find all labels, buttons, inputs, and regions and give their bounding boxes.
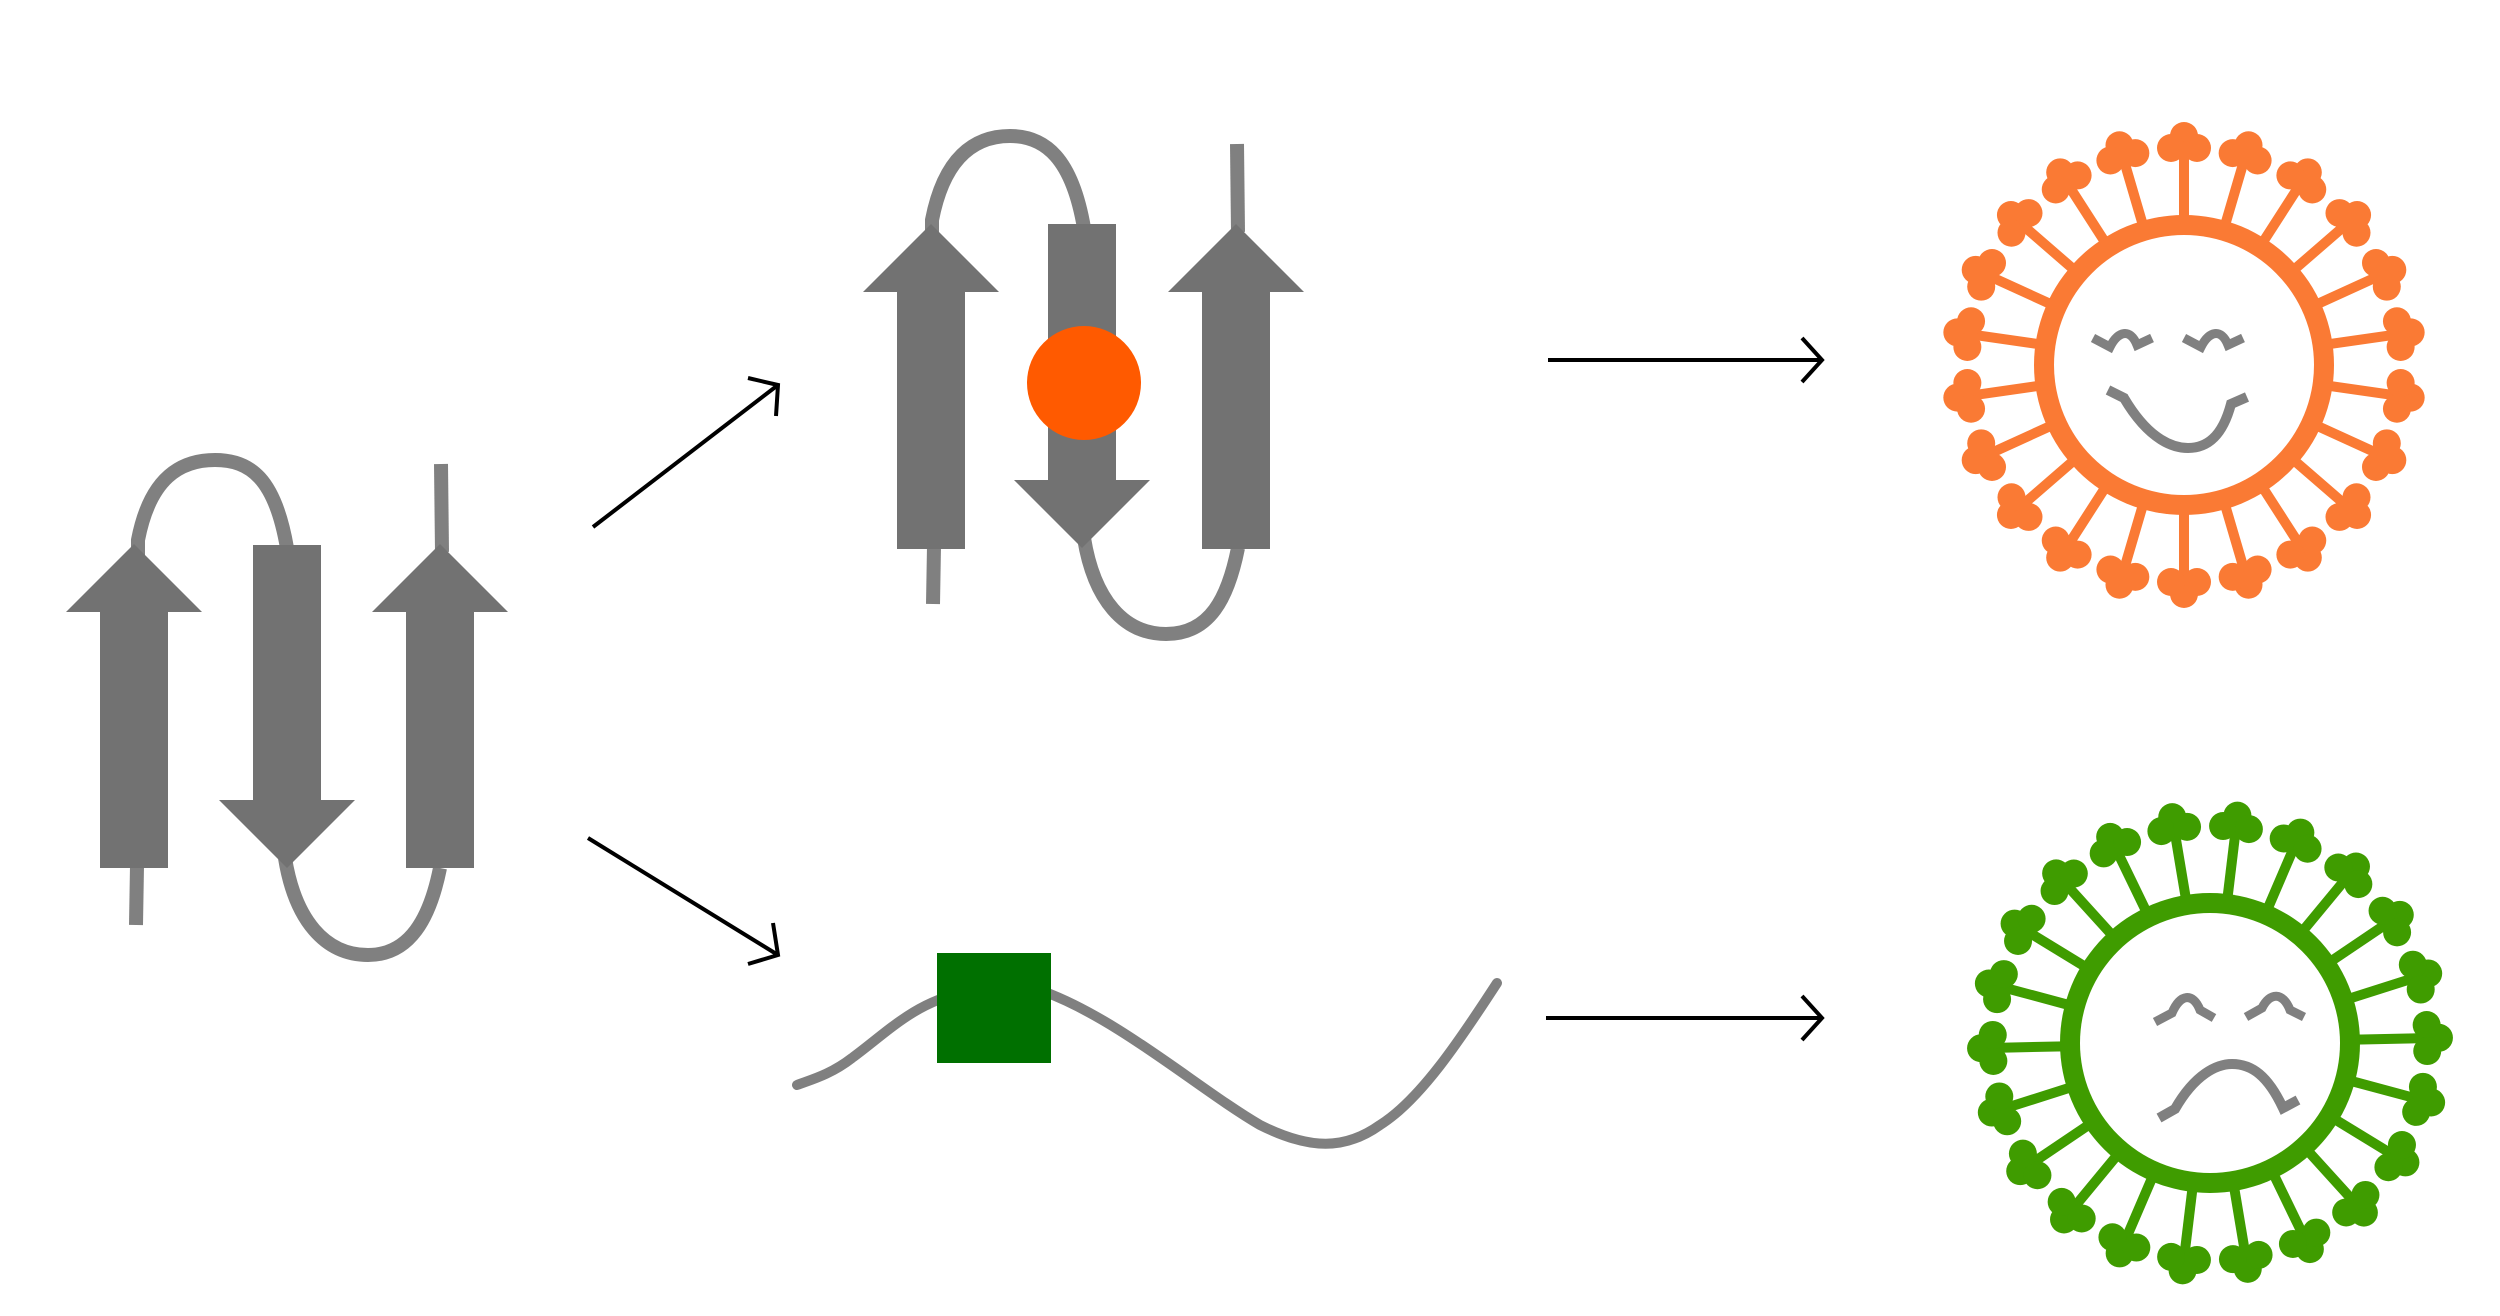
virus-spike bbox=[1961, 249, 2059, 312]
virus-spike bbox=[2255, 480, 2327, 572]
arrow-native-to-bound bbox=[591, 376, 781, 529]
bound-strand-3-up-arrow bbox=[1168, 224, 1304, 549]
happy-virus-spikes bbox=[1943, 122, 2425, 608]
virus-spike bbox=[2323, 896, 2414, 969]
virus-spike bbox=[2157, 122, 2211, 225]
virus-spike bbox=[1943, 307, 2047, 361]
sad-right-eye bbox=[2243, 991, 2307, 1022]
virus-spike bbox=[1977, 1080, 2079, 1136]
native-tail-left bbox=[129, 865, 144, 926]
virus-spike bbox=[2157, 1181, 2211, 1285]
native-tail-right bbox=[434, 463, 449, 553]
happy-virus-face bbox=[2054, 235, 2314, 495]
virus-spike bbox=[1996, 199, 2082, 278]
virus-spike bbox=[2047, 1147, 2125, 1234]
unfolded-chain-curve bbox=[792, 978, 1502, 1149]
green-ligand-square bbox=[937, 953, 1051, 1063]
virus-spike bbox=[2218, 1180, 2273, 1283]
native-strand-2-down-arrow bbox=[219, 545, 355, 868]
virus-spike bbox=[2266, 1166, 2331, 1264]
happy-face-icon bbox=[2090, 329, 2250, 454]
virus-spike bbox=[2040, 859, 2120, 943]
virus-spike bbox=[2218, 497, 2272, 599]
native-strand-3-up-arrow bbox=[372, 544, 508, 868]
sad-virus bbox=[1967, 801, 2453, 1285]
virus-spike bbox=[2343, 1072, 2446, 1126]
virus-spike bbox=[2209, 801, 2263, 905]
virus-spike bbox=[2096, 131, 2150, 233]
arrow-native-to-unfolded bbox=[586, 836, 781, 966]
happy-left-eye bbox=[2090, 329, 2154, 354]
virus-spike bbox=[2041, 480, 2113, 572]
bound-loop-top bbox=[925, 128, 1091, 238]
virus-spike bbox=[2295, 852, 2373, 939]
virus-spike bbox=[2286, 452, 2372, 531]
happy-virus bbox=[1943, 122, 2425, 608]
virus-spike bbox=[1967, 1020, 2071, 1075]
arrow-unfolded-to-sad-virus bbox=[1546, 994, 1825, 1042]
virus-spike bbox=[1996, 452, 2082, 531]
virus-spike bbox=[2000, 904, 2094, 975]
virus-spike bbox=[2349, 1011, 2453, 1066]
virus-spike bbox=[2341, 950, 2443, 1006]
sad-face-icon bbox=[2152, 991, 2307, 1123]
virus-spike bbox=[1943, 369, 2047, 423]
virus-spike bbox=[2309, 418, 2407, 481]
unfolded-chain bbox=[792, 953, 1502, 1149]
virus-spike bbox=[2096, 497, 2150, 599]
virus-spike bbox=[2098, 1169, 2160, 1268]
sad-left-eye bbox=[2152, 993, 2217, 1026]
native-beta-sheet bbox=[66, 452, 508, 963]
virus-spike bbox=[2255, 158, 2327, 250]
virus-spike bbox=[2089, 822, 2154, 920]
virus-spike bbox=[2326, 1111, 2420, 1182]
arrow-bound-to-happy-virus bbox=[1548, 336, 1825, 384]
orange-ligand-circle bbox=[1027, 326, 1141, 440]
virus-spike bbox=[2260, 818, 2322, 917]
virus-spike bbox=[2041, 158, 2113, 250]
bound-strand-1-up-arrow bbox=[863, 224, 999, 549]
bound-tail-left bbox=[926, 545, 941, 605]
native-loop-bottom bbox=[278, 856, 447, 963]
virus-spike bbox=[2309, 249, 2407, 312]
virus-spike bbox=[2286, 199, 2372, 278]
virus-spike bbox=[2321, 369, 2425, 423]
virus-spike bbox=[2300, 1143, 2380, 1227]
bound-tail-right bbox=[1230, 143, 1245, 233]
virus-spike bbox=[1961, 418, 2059, 481]
sad-virus-face bbox=[2080, 913, 2340, 1173]
virus-spike bbox=[2321, 307, 2425, 361]
native-loop-top bbox=[131, 452, 294, 558]
reaction-arrows bbox=[586, 336, 1825, 1042]
bound-loop-bottom bbox=[1077, 536, 1245, 642]
virus-spike bbox=[2006, 1117, 2097, 1190]
sad-virus-spikes bbox=[1967, 801, 2453, 1285]
ligand-bound-beta-sheet bbox=[863, 128, 1304, 642]
native-strand-1-up-arrow bbox=[66, 544, 202, 868]
virus-spike bbox=[2147, 803, 2202, 906]
sad-mouth bbox=[2156, 1058, 2301, 1123]
happy-right-eye bbox=[2181, 329, 2245, 354]
virus-spike bbox=[1974, 960, 2077, 1014]
virus-spike bbox=[2157, 505, 2211, 608]
happy-mouth bbox=[2105, 385, 2250, 454]
virus-spike bbox=[2218, 131, 2272, 233]
